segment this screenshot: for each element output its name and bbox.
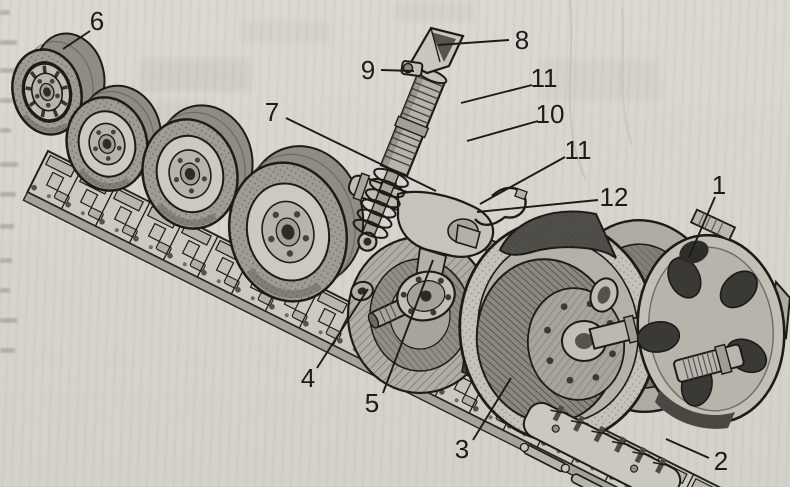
spindle-collar <box>350 280 374 302</box>
tension-screw-top <box>689 208 737 242</box>
shock-spring <box>352 167 409 239</box>
loose-track-links <box>519 442 615 487</box>
callout-leader-11 <box>460 84 533 104</box>
callout-leader-3 <box>472 377 512 441</box>
track-end-plate <box>519 401 682 487</box>
callout-label-1: 1 <box>712 170 726 200</box>
callout-leader-8 <box>437 39 510 46</box>
idler-crank-assembly <box>636 208 790 429</box>
callout-label-4: 4 <box>301 363 315 393</box>
callout-label-2: 2 <box>714 446 728 476</box>
callout-label-12: 12 <box>600 182 629 212</box>
callout-leader-4 <box>316 288 369 369</box>
shock-top-bracket-inner <box>431 32 456 62</box>
road-wheel-3 <box>141 104 254 230</box>
hook-bracket <box>474 186 527 226</box>
callout-leader-11 <box>479 156 566 205</box>
callout-label-11: 11 <box>531 63 558 93</box>
callout-leader-5 <box>382 259 434 394</box>
callout-label-9: 9 <box>361 55 375 85</box>
drum-lug <box>589 277 619 313</box>
callout-leader-12 <box>476 199 599 213</box>
callout-label-3: 3 <box>455 434 469 464</box>
callout-label-10: 10 <box>536 99 565 129</box>
callout-leader-7 <box>285 117 437 192</box>
shock-collar <box>394 115 430 139</box>
callout-leader-9 <box>380 69 415 72</box>
callout-label-5: 5 <box>365 388 379 418</box>
callout-leader-6 <box>62 30 91 50</box>
road-wheel-4 <box>227 145 365 303</box>
callout-label-7: 7 <box>265 97 279 127</box>
paper-wrinkle <box>621 7 633 146</box>
callout-leader-2 <box>665 438 710 459</box>
worm-screw <box>673 343 745 383</box>
callout-label-8: 8 <box>515 25 529 55</box>
shock-lower-mount <box>455 223 481 250</box>
road-wheel-2 <box>65 84 163 192</box>
hook-pin <box>514 187 528 201</box>
crank-dark-pocket <box>679 240 709 264</box>
paper-wrinkle <box>568 0 587 181</box>
callout-leader-1 <box>688 196 716 258</box>
shock-absorber <box>352 26 481 252</box>
callout-label-11: 11 <box>565 135 592 165</box>
callout-leader-10 <box>466 120 539 142</box>
callout-label-6: 6 <box>90 6 104 36</box>
road-wheel-small <box>11 32 106 136</box>
balancer-hub <box>396 270 456 322</box>
crank-bottom-shade <box>655 390 735 429</box>
